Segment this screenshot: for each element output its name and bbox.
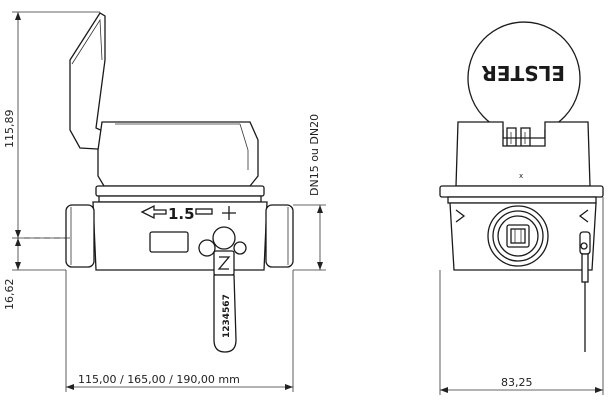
dimension-width: 83,25: [501, 376, 533, 389]
seal-number: 1234567: [222, 294, 232, 338]
front-outlet: [487, 205, 549, 267]
front-view: ELSTER x: [439, 21, 604, 352]
side-flange: [95, 185, 265, 197]
svg-text:ELSTER: ELSTER: [481, 61, 565, 85]
flow-arrow: [140, 204, 167, 220]
side-register: [97, 121, 259, 187]
brand-logo: ELSTER: [481, 61, 565, 85]
seal-tag: [213, 274, 237, 353]
svg-text:x: x: [519, 172, 523, 180]
dimension-nominal-diameter: DN15 ou DN20: [308, 114, 321, 196]
front-lid: [467, 21, 581, 139]
side-view-dimensions: 115,89 16,62 DN15 ou DN20 115,00 / 165,0…: [3, 11, 326, 392]
dimension-height-top: 115,89: [3, 110, 16, 149]
front-flange: [439, 185, 604, 198]
side-view: 1.5 1234567: [65, 12, 294, 353]
front-view-dimensions: 83,25: [439, 197, 604, 395]
flow-arrow-label: 1.5: [168, 205, 195, 223]
dimension-height-bottom: 16,62: [3, 279, 16, 311]
side-outlet: [265, 204, 294, 268]
side-inlet: [65, 204, 95, 268]
dimension-length: 115,00 / 165,00 / 190,00 mm: [78, 373, 240, 386]
seal-ring: [212, 226, 236, 250]
